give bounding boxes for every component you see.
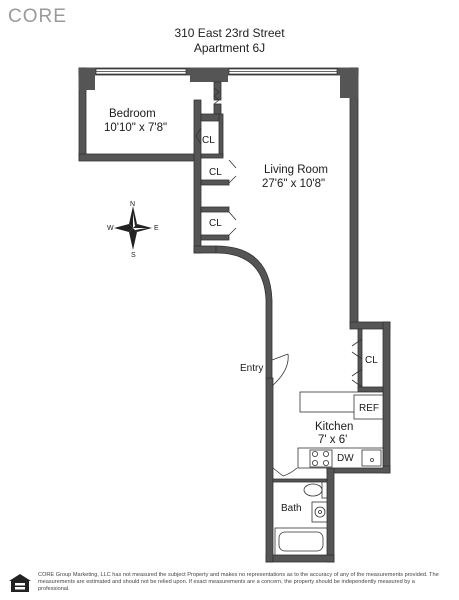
apartment-number: Apartment 6J	[193, 41, 266, 55]
curved-wall	[215, 245, 273, 379]
core-logo: CORE	[8, 6, 67, 27]
exterior-walls	[78, 67, 391, 563]
entry-door	[271, 353, 289, 387]
living-room-dims: 27'6" x 10'8"	[262, 178, 325, 190]
closet-label: CL	[202, 135, 215, 146]
bath-name: Bath	[281, 503, 302, 514]
compass-south: S	[131, 252, 136, 259]
windows	[95, 68, 338, 75]
closet-label: CL	[209, 167, 222, 178]
bedroom-door	[213, 81, 222, 115]
closet-label: CL	[365, 355, 378, 366]
kitchen-counter	[299, 391, 384, 420]
bedroom-name: Bedroom	[109, 108, 156, 120]
compass-north: N	[130, 201, 135, 208]
closet-bedroom	[195, 113, 224, 159]
address-line: 310 East 23rd Street	[174, 26, 285, 40]
compass-east: E	[154, 225, 159, 232]
closet-living-2	[200, 206, 237, 241]
refrigerator-label: REF	[359, 403, 379, 414]
living-room-name: Living Room	[264, 164, 328, 176]
closet-living-1	[200, 159, 237, 186]
corner-columns	[79, 68, 358, 98]
bath-door	[272, 467, 328, 483]
kitchen-lower-counter	[297, 447, 384, 469]
entry-name: Entry	[240, 363, 263, 374]
disclaimer-text: CORE Group Marketing, LLC has not measur…	[38, 572, 439, 592]
kitchen-dims: 7' x 6'	[318, 434, 347, 446]
bath-sink	[311, 501, 328, 523]
closet-right	[351, 328, 384, 393]
equal-housing-icon	[9, 574, 31, 592]
toilet	[303, 481, 328, 499]
bathtub	[274, 527, 328, 556]
compass-rose	[114, 206, 152, 250]
dishwasher-label: DW	[337, 453, 354, 464]
bedroom-dims: 10'10" x 7'8"	[104, 122, 167, 134]
compass-west: W	[107, 225, 114, 232]
closet-label: CL	[209, 218, 222, 229]
kitchen-name: Kitchen	[315, 421, 353, 433]
